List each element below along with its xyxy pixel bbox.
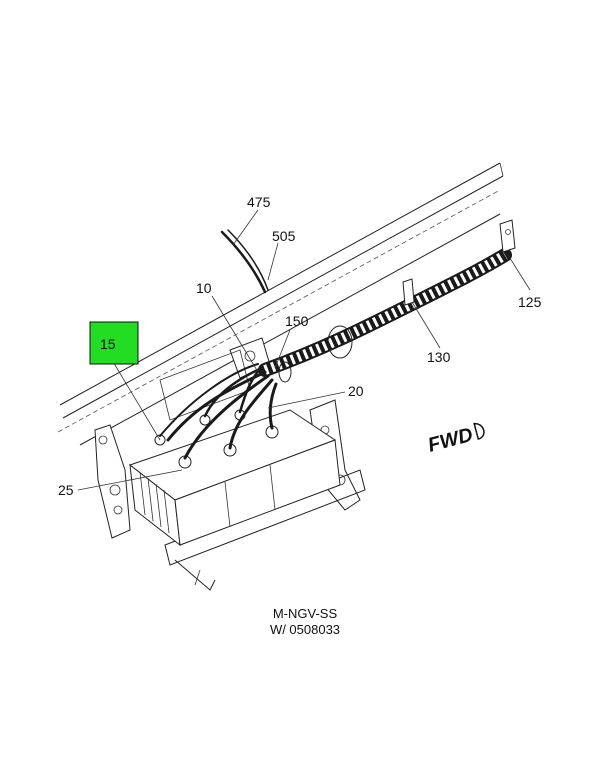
- callout-15[interactable]: 15: [100, 336, 116, 352]
- callout-130[interactable]: 130: [427, 349, 451, 365]
- figure-code: M-NGV-SS: [272, 606, 338, 621]
- harness-clips: [278, 219, 516, 383]
- leader-lines: [77, 209, 531, 491]
- callout-505[interactable]: 505: [272, 228, 296, 244]
- forward-label: FWD: [426, 424, 476, 457]
- loose-cable: [220, 229, 269, 294]
- highlight-box: [89, 321, 139, 365]
- wire-harness: [159, 248, 512, 460]
- forward-direction-indicator: FWD: [426, 422, 485, 457]
- frame-rail: [57, 162, 504, 446]
- callout-150[interactable]: 150: [285, 313, 309, 329]
- callout-20[interactable]: 20: [348, 383, 364, 399]
- forward-arrow-icon: [473, 422, 485, 440]
- callout-25[interactable]: 25: [58, 482, 74, 498]
- callout-475[interactable]: 475: [247, 194, 271, 210]
- callout-10[interactable]: 10: [196, 280, 212, 296]
- figure-serial: W/ 0508033: [269, 622, 341, 637]
- callout-125[interactable]: 125: [518, 294, 542, 310]
